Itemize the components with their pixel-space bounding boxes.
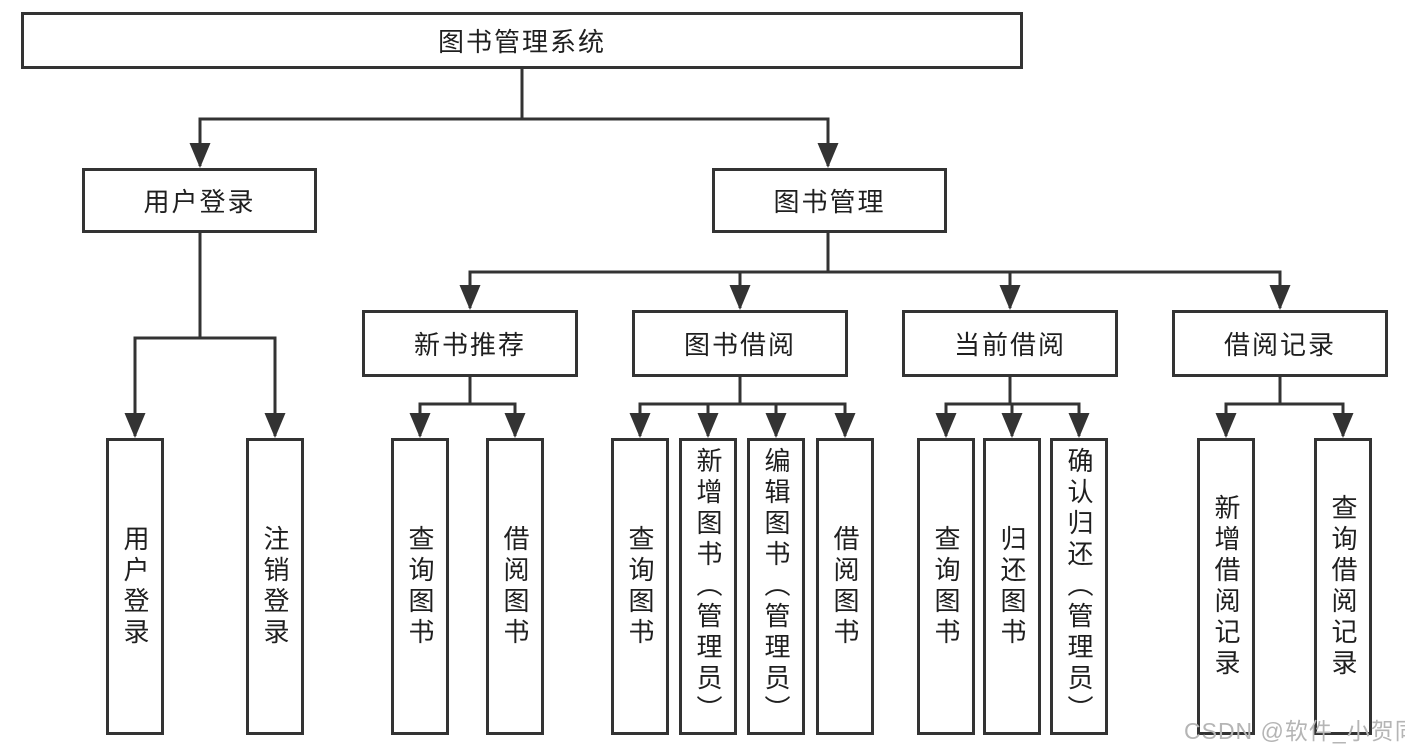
node-label: 借阅图书 [500, 524, 530, 649]
node-label: 新增借阅记录 [1211, 493, 1241, 680]
arrowhead-icon [1215, 413, 1237, 438]
node-current-borrow: 当前借阅 [902, 310, 1118, 377]
node-book-management: 图书管理 [712, 168, 947, 233]
node-new-book-recommend: 新书推荐 [362, 310, 578, 377]
branch-lines [133, 69, 1345, 436]
node-label: 用户登录 [143, 187, 256, 217]
node-label: 用户登录 [120, 524, 150, 649]
leaf-query-books-2: 查询图书 [611, 438, 669, 735]
arrowhead-icon [817, 143, 839, 168]
arrowhead-icon [264, 413, 286, 438]
arrowhead-icon [999, 285, 1021, 310]
leaf-add-borrow-record: 新增借阅记录 [1197, 438, 1255, 735]
arrowhead-icon [1068, 413, 1090, 438]
leaf-borrow-books-2: 借阅图书 [816, 438, 874, 735]
leaf-query-books-3: 查询图书 [917, 438, 975, 735]
node-user-login: 用户登录 [82, 168, 317, 233]
node-root-system: 图书管理系统 [21, 12, 1023, 69]
node-label: 归还图书 [997, 524, 1027, 649]
arrowheads [124, 143, 1354, 438]
edge-root-to-level2 [198, 69, 830, 166]
leaf-borrow-books-1: 借阅图书 [486, 438, 544, 735]
leaf-add-books-admin: 新增图书（管理员） [679, 438, 737, 735]
node-label: 确认归还（管理员） [1064, 447, 1094, 726]
arrowhead-icon [1269, 285, 1291, 310]
node-label: 借阅记录 [1223, 330, 1336, 360]
arrowhead-icon [765, 413, 787, 438]
node-label: 编辑图书（管理员） [761, 447, 791, 726]
arrowhead-icon [729, 285, 751, 310]
node-label: 图书管理系统 [437, 27, 606, 57]
arrowhead-icon [459, 285, 481, 310]
node-label: 查询借阅记录 [1328, 493, 1358, 680]
leaf-edit-books-admin: 编辑图书（管理员） [747, 438, 805, 735]
node-label: 新增图书（管理员） [693, 447, 723, 726]
arrowhead-icon [409, 413, 431, 438]
node-label: 图书管理 [773, 187, 886, 217]
node-borrow-records: 借阅记录 [1172, 310, 1388, 377]
node-label: 当前借阅 [953, 330, 1066, 360]
node-label: 查询图书 [625, 524, 655, 649]
arrowhead-icon [697, 413, 719, 438]
node-label: 查询图书 [931, 524, 961, 649]
arrowhead-icon [629, 413, 651, 438]
arrowhead-icon [1332, 413, 1354, 438]
node-book-borrow: 图书借阅 [632, 310, 848, 377]
edge-bookmgmt-to-level3 [468, 232, 1282, 308]
edge-bookborrow-to-leaves [638, 377, 847, 436]
csdn-watermark: CSDN @软件_小贺同学 [1184, 718, 1405, 744]
arrowhead-icon [834, 413, 856, 438]
leaf-user-login: 用户登录 [106, 438, 164, 735]
arrowhead-icon [504, 413, 526, 438]
arrowhead-icon [1001, 413, 1023, 438]
node-label: 借阅图书 [830, 524, 860, 649]
leaf-query-borrow-record: 查询借阅记录 [1314, 438, 1372, 735]
leaf-logout: 注销登录 [246, 438, 304, 735]
node-label: 查询图书 [405, 524, 435, 649]
arrowhead-icon [935, 413, 957, 438]
edge-borrowrecords-to-leaves [1224, 377, 1345, 436]
edge-userlogin-to-leaves [133, 232, 277, 436]
leaf-query-books-1: 查询图书 [391, 438, 449, 735]
node-label: 注销登录 [260, 524, 290, 649]
node-label: 新书推荐 [413, 330, 526, 360]
leaf-return-books: 归还图书 [983, 438, 1041, 735]
edge-newbooks-to-leaves [418, 377, 517, 436]
arrowhead-icon [124, 413, 146, 438]
leaf-confirm-return-admin: 确认归还（管理员） [1050, 438, 1108, 735]
node-label: 图书借阅 [683, 330, 796, 360]
arrowhead-icon [189, 143, 211, 168]
